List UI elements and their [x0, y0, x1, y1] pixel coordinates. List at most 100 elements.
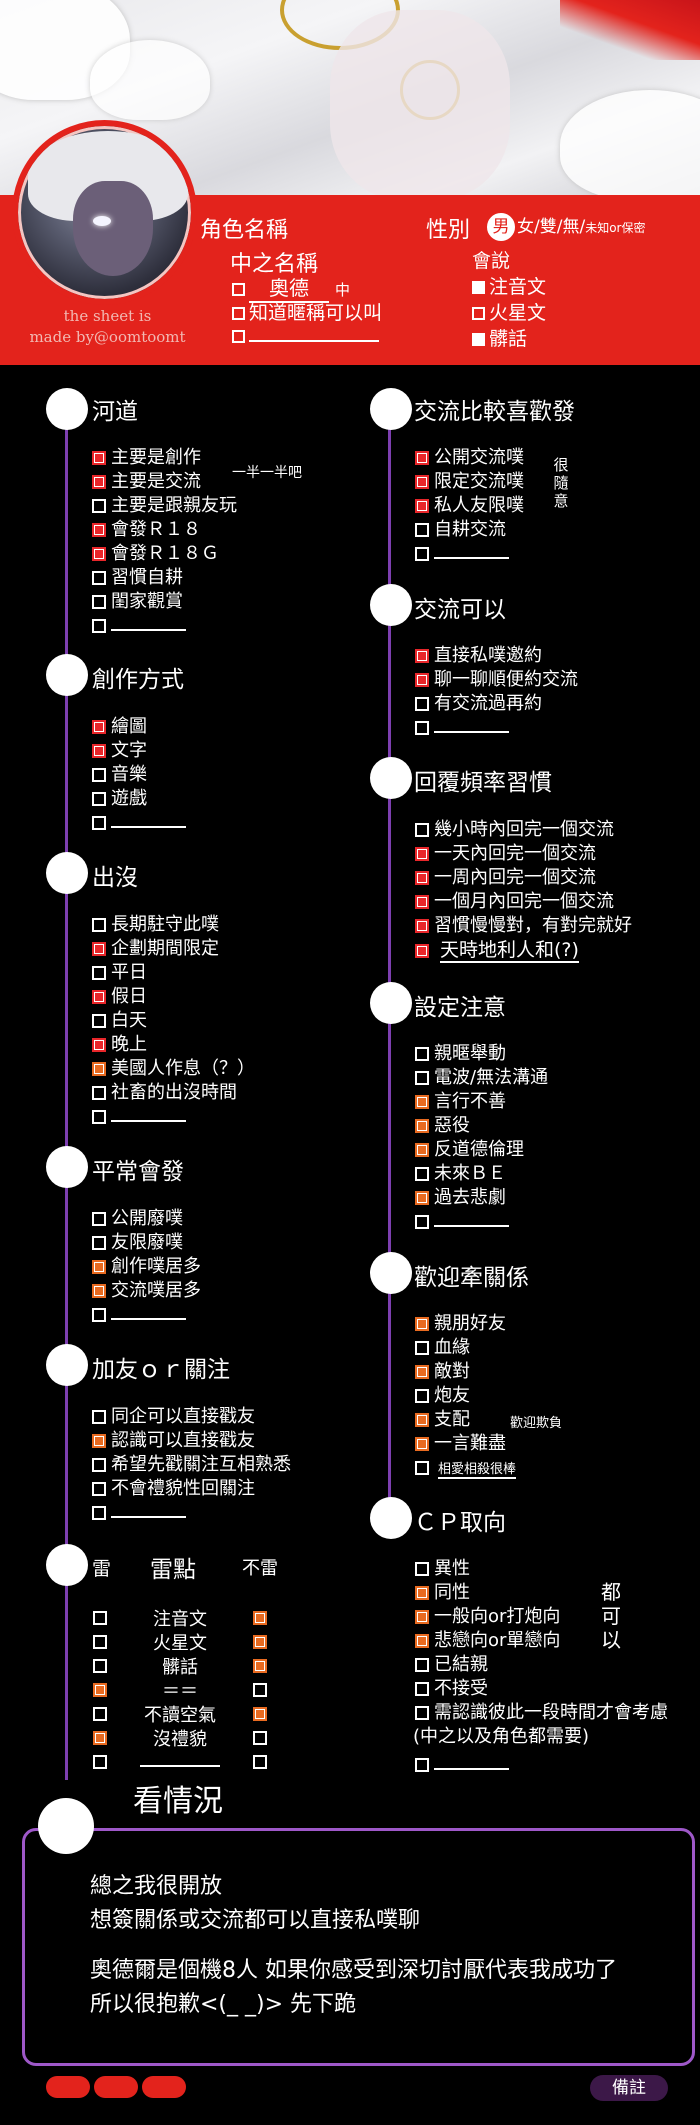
list-item[interactable]: 公開廢噗 — [92, 1208, 183, 1230]
list-item[interactable]: 認識可以直接戳友 — [92, 1430, 255, 1452]
list-item-blank[interactable] — [92, 615, 186, 637]
checkbox[interactable] — [472, 333, 485, 346]
list-item[interactable]: 遊戲 — [92, 788, 147, 810]
thunder-box[interactable] — [93, 1679, 112, 1701]
thunder-box[interactable] — [93, 1607, 112, 1629]
list-item[interactable]: 親暱舉動 — [415, 1043, 506, 1065]
list-item[interactable]: 親朋好友 — [415, 1313, 506, 1335]
list-item[interactable]: 繪圖 — [92, 716, 147, 738]
list-item[interactable]: 悲戀向or單戀向 — [415, 1630, 560, 1652]
not-thunder-box[interactable] — [253, 1655, 272, 1677]
list-item[interactable]: 聊一聊順便約交流 — [415, 669, 578, 691]
list-item[interactable]: 主要是跟親友玩 — [92, 495, 237, 517]
list-item[interactable]: 一般向or打炮向 — [415, 1606, 560, 1628]
checkbox[interactable] — [232, 283, 245, 296]
gender-selected[interactable]: 男 — [487, 213, 515, 241]
thunder-box[interactable] — [93, 1703, 112, 1725]
list-item[interactable]: 習慣自耕 — [92, 567, 183, 589]
list-item[interactable]: 不接受 — [415, 1678, 488, 1700]
list-item[interactable]: 閨家觀賞 — [92, 591, 183, 613]
section-title: 創作方式 — [92, 667, 184, 693]
list-item[interactable]: 友限廢噗 — [92, 1232, 183, 1254]
thunder-box[interactable] — [93, 1655, 112, 1677]
thunder-box[interactable] — [93, 1631, 112, 1653]
section-dot — [46, 1146, 88, 1188]
list-item[interactable]: 一個月內回完一個交流 — [415, 891, 614, 913]
list-item[interactable]: 企劃期間限定 — [92, 938, 219, 960]
list-item[interactable]: 限定交流噗 — [415, 471, 524, 493]
list-item[interactable]: 一天內回完一個交流 — [415, 843, 596, 865]
list-item[interactable]: 文字 — [92, 740, 147, 762]
list-item-blank[interactable] — [415, 1211, 509, 1233]
list-item[interactable]: 支配 — [415, 1409, 470, 1431]
list-item[interactable]: 同企可以直接戳友 — [92, 1406, 255, 1428]
list-item[interactable]: 平日 — [92, 962, 147, 984]
list-item[interactable]: 反道德倫理 — [415, 1139, 524, 1161]
list-item[interactable]: 敵對 — [415, 1361, 470, 1383]
not-thunder-box[interactable] — [253, 1751, 272, 1773]
list-item-blank[interactable] — [415, 1754, 509, 1776]
checkbox[interactable] — [232, 330, 245, 343]
list-item[interactable]: 主要是創作 — [92, 447, 201, 469]
section-dot — [370, 982, 412, 1024]
checkbox[interactable] — [232, 307, 245, 320]
list-item[interactable]: 未來ＢＥ — [415, 1163, 506, 1185]
not-thunder-box[interactable] — [253, 1703, 272, 1725]
list-item[interactable]: 私人友限噗 — [415, 495, 524, 517]
feather-shape — [90, 40, 210, 120]
checkbox[interactable] — [472, 281, 485, 294]
list-item[interactable]: 天時地利人和(?) — [415, 939, 579, 963]
decor-pill — [46, 2076, 90, 2098]
list-item-blank[interactable] — [415, 717, 509, 739]
list-item[interactable]: 血緣 — [415, 1337, 470, 1359]
list-item[interactable]: 會發Ｒ１８ — [92, 519, 201, 541]
list-item[interactable]: 炮友 — [415, 1385, 470, 1407]
list-item[interactable]: 已結親 — [415, 1654, 488, 1676]
list-item[interactable]: 創作噗居多 — [92, 1256, 201, 1278]
section-dot — [46, 1344, 88, 1386]
list-item[interactable]: 會發Ｒ１８Ｇ — [92, 543, 219, 565]
not-thunder-box[interactable] — [253, 1679, 272, 1701]
list-item[interactable]: 幾小時內回完一個交流 — [415, 819, 614, 841]
list-item[interactable]: 公開交流噗 — [415, 447, 524, 469]
not-thunder-box[interactable] — [253, 1607, 272, 1629]
list-item[interactable]: 言行不善 — [415, 1091, 506, 1113]
list-item[interactable]: 音樂 — [92, 764, 147, 786]
remarks-line: 想簽關係或交流都可以直接私噗聊 — [90, 1908, 421, 1933]
list-item-blank[interactable] — [92, 1106, 186, 1128]
list-item-blank[interactable] — [92, 1502, 186, 1524]
list-item[interactable]: 習慣慢慢對，有對完就好 — [415, 915, 632, 937]
list-item[interactable]: 希望先戳關注互相熟悉 — [92, 1454, 291, 1476]
list-item[interactable]: 美國人作息（？） — [92, 1058, 255, 1080]
list-item[interactable]: 異性 — [415, 1558, 470, 1580]
list-item[interactable]: 有交流過再約 — [415, 693, 542, 715]
section-title: 河道 — [92, 399, 138, 425]
list-item[interactable]: 電波/無法溝通 — [415, 1067, 548, 1089]
list-item[interactable]: 社畜的出沒時間 — [92, 1082, 237, 1104]
list-item[interactable]: 白天 — [92, 1010, 147, 1032]
list-item[interactable]: 需認識彼此一段時間才會考慮 — [415, 1702, 668, 1724]
list-item[interactable]: 不會禮貌性回關注 — [92, 1478, 255, 1500]
list-item[interactable]: 長期駐守此噗 — [92, 914, 219, 936]
not-thunder-box[interactable] — [253, 1631, 272, 1653]
list-item[interactable]: 同性 — [415, 1582, 470, 1604]
list-item[interactable]: 晚上 — [92, 1034, 147, 1056]
list-item[interactable]: 主要是交流 — [92, 471, 201, 493]
thunder-box[interactable] — [93, 1751, 112, 1773]
list-item[interactable]: 相愛相殺很棒 — [415, 1457, 517, 1481]
list-item-blank[interactable] — [92, 812, 186, 834]
list-item-blank[interactable] — [92, 1304, 186, 1326]
list-item-blank[interactable] — [415, 543, 509, 565]
section-dot — [370, 757, 412, 799]
list-item[interactable]: 直接私噗邀約 — [415, 645, 542, 667]
not-thunder-box[interactable] — [253, 1727, 272, 1749]
list-item[interactable]: 一言難盡 — [415, 1433, 506, 1455]
list-item[interactable]: 自耕交流 — [415, 519, 506, 541]
list-item[interactable]: 假日 — [92, 986, 147, 1008]
checkbox[interactable] — [472, 307, 485, 320]
list-item[interactable]: 一周內回完一個交流 — [415, 867, 596, 889]
thunder-box[interactable] — [93, 1727, 112, 1749]
list-item[interactable]: 惡役 — [415, 1115, 470, 1137]
list-item[interactable]: 交流噗居多 — [92, 1280, 201, 1302]
list-item[interactable]: 過去悲劇 — [415, 1187, 506, 1209]
